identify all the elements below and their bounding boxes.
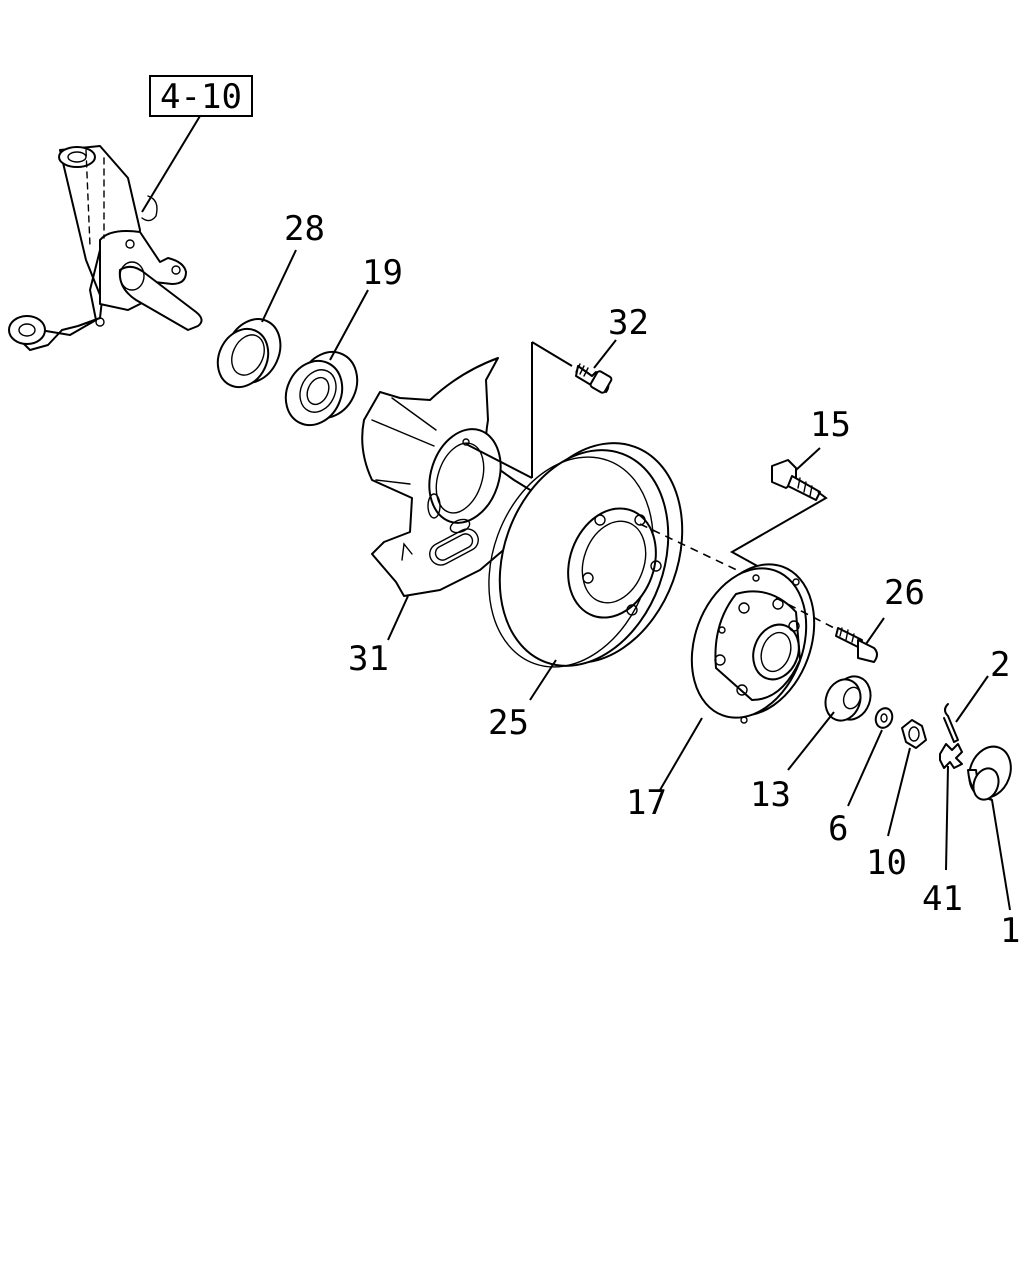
callout-15: 15 [810,405,851,445]
callout-19: 19 [362,253,403,293]
callout-26: 26 [884,573,925,613]
callout-32: 32 [608,303,649,343]
wheel-hub [659,563,816,791]
grease-cap [967,745,1012,911]
callout-17: 17 [626,783,667,823]
cotter-pin [943,675,989,743]
inner-bearing [284,289,369,427]
callout-10: 10 [866,843,907,883]
hub-stud [775,597,885,663]
callout-6: 6 [828,809,848,849]
nut-lock [939,743,963,871]
oil-seal [216,249,297,389]
brake-disc [488,442,801,701]
callout-13: 13 [750,775,791,815]
washer [847,707,894,807]
callout-2: 2 [990,645,1010,685]
hub-nut [887,719,927,837]
splash-shield-bolt [531,339,617,478]
callout-25: 25 [488,703,529,743]
outer-bearing [787,675,872,771]
reference-label-text: 4-10 [160,77,242,117]
callout-1: 1 [1000,911,1020,951]
reference-label: 4-10 [141,75,253,213]
callout-41: 41 [922,879,963,919]
callout-31: 31 [348,639,389,679]
hub-bolt [729,447,828,585]
steering-knuckle [8,145,203,351]
callout-28: 28 [284,209,325,249]
